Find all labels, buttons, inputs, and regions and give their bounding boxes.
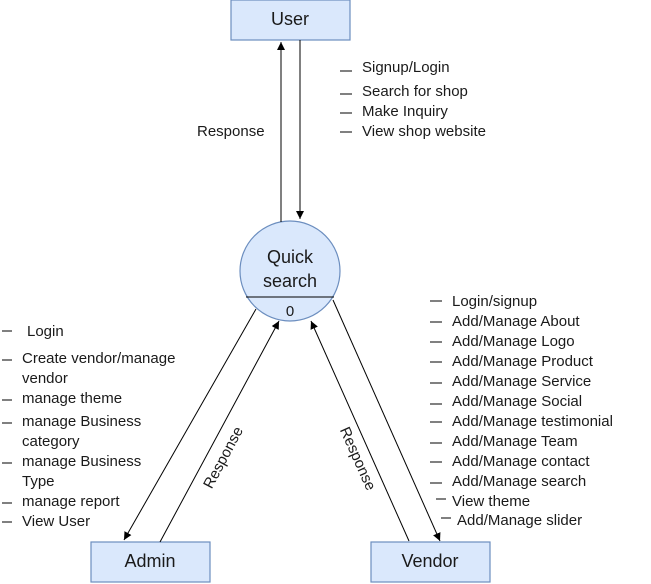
vendor-item: Add/Manage Team (452, 433, 578, 450)
admin-to-process-flow (159, 320, 280, 543)
admin-item: manage theme (22, 390, 122, 407)
admin-item: View User (22, 513, 90, 530)
vendor-item: Add/Manage Social (452, 393, 582, 410)
vendor-item: View theme (452, 493, 530, 510)
vendor-item: Add/Manage slider (457, 512, 582, 529)
admin-item-list: Login Create vendor/manage vendor manage… (2, 323, 175, 530)
admin-item: vendor (22, 370, 68, 387)
vendor-entity-label: Vendor (401, 551, 458, 571)
admin-item: category (22, 433, 80, 450)
user-item: View shop website (362, 123, 486, 140)
process-number: 0 (286, 303, 294, 320)
admin-item: manage Business (22, 453, 141, 470)
user-item: Signup/Login (362, 59, 450, 76)
vendor-entity[interactable]: Vendor (370, 541, 491, 583)
admin-item: manage Business (22, 413, 141, 430)
process-label-line1: Quick (267, 247, 314, 267)
user-item: Make Inquiry (362, 103, 448, 120)
admin-item: Login (27, 323, 64, 340)
vendor-item-list: Login/signup Add/Manage About Add/Manage… (430, 293, 613, 529)
quick-search-process[interactable]: Quick search 0 (239, 220, 341, 322)
user-entity[interactable]: User (230, 0, 351, 41)
process-label-line2: search (263, 271, 317, 291)
process-to-vendor-flow (332, 299, 441, 542)
user-response-label: Response (197, 123, 265, 140)
admin-entity-label: Admin (124, 551, 175, 571)
admin-response-label: Response (200, 424, 247, 492)
vendor-item: Add/Manage contact (452, 453, 590, 470)
admin-entity[interactable]: Admin (90, 541, 211, 583)
user-entity-label: User (271, 9, 309, 29)
vendor-item: Add/Manage Product (452, 353, 594, 370)
admin-item: manage report (22, 493, 120, 510)
vendor-item: Add/Manage testimonial (452, 413, 613, 430)
process-to-admin-flow (123, 308, 257, 541)
user-item-list: Signup/Login Search for shop Make Inquir… (340, 59, 486, 140)
vendor-item: Add/Manage search (452, 473, 586, 490)
vendor-item: Add/Manage Service (452, 373, 591, 390)
admin-item: Create vendor/manage (22, 350, 175, 367)
vendor-item: Login/signup (452, 293, 537, 310)
admin-item: Type (22, 473, 55, 490)
vendor-item: Add/Manage About (452, 313, 580, 330)
vendor-to-process-flow (310, 320, 410, 542)
user-item: Search for shop (362, 83, 468, 100)
vendor-item: Add/Manage Logo (452, 333, 575, 350)
